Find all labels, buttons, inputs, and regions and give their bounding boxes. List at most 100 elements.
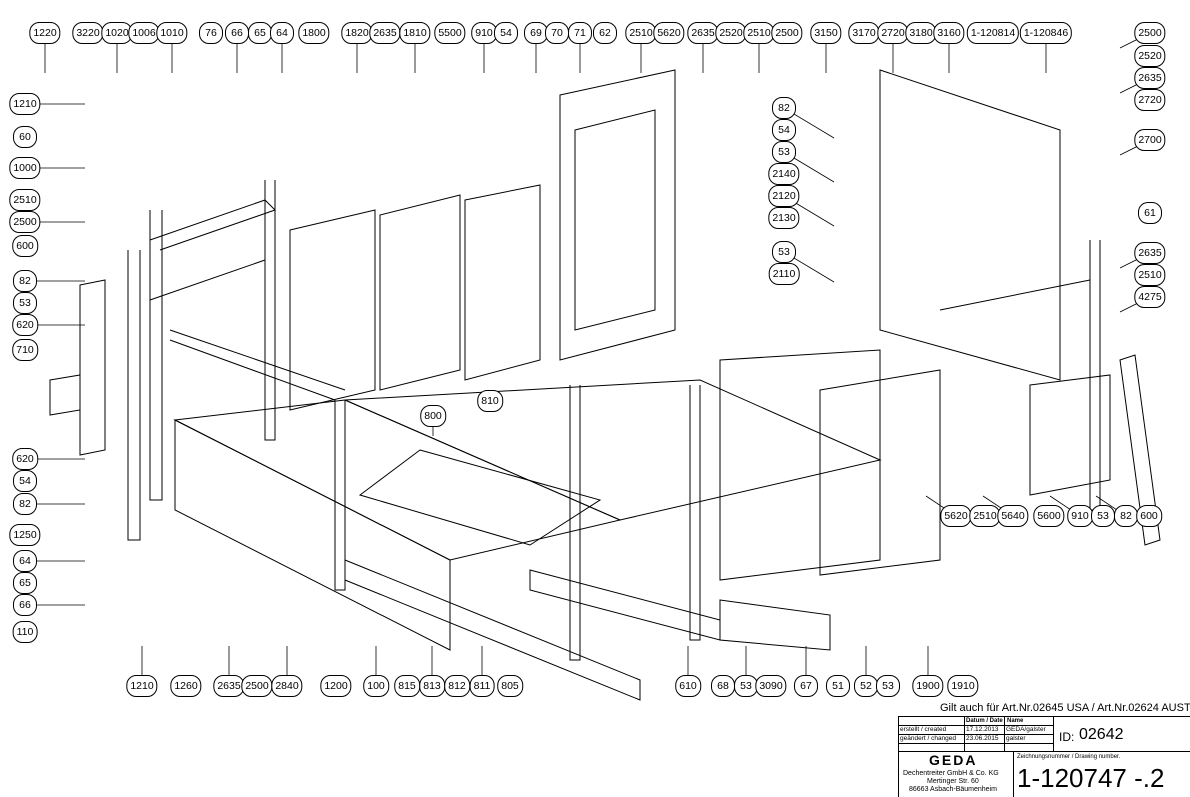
- company-street: Mertinger Str. 60: [927, 778, 979, 785]
- callout-right-bottom: 910: [1067, 505, 1093, 527]
- callout-middle-column: 82: [772, 97, 796, 119]
- date-header: Datum / Date: [966, 718, 1003, 724]
- callout-bottom: 68: [711, 675, 735, 697]
- callout-left-column: 2500: [9, 211, 41, 233]
- divider: [1004, 717, 1005, 751]
- callout-bottom: 813: [419, 675, 445, 697]
- callout-left-column: 54: [13, 470, 37, 492]
- callout-middle-column: 53: [772, 241, 796, 263]
- id-label: ID:: [1059, 730, 1075, 744]
- callout-top: 1800: [298, 22, 330, 44]
- callout-bottom: 3090: [755, 675, 787, 697]
- callout-top: 2510: [743, 22, 775, 44]
- callout-right-bottom: 53: [1091, 505, 1115, 527]
- callout-middle-column: 2120: [768, 185, 800, 207]
- callout-top: 3160: [933, 22, 965, 44]
- callout-right-column: 61: [1138, 202, 1162, 224]
- callout-middle-column: 2110: [768, 263, 800, 285]
- callout-right-bottom: 5600: [1033, 505, 1065, 527]
- name-header: Name: [1007, 718, 1024, 724]
- callout-right-column: 2520: [1134, 45, 1166, 67]
- callout-left-column: 60: [13, 126, 37, 148]
- callout-right-column: 4275: [1134, 286, 1166, 308]
- callout-middle-column: 2130: [768, 207, 800, 229]
- callout-right-column: 2635: [1134, 242, 1166, 264]
- title-block: Datum / Date Name erstellt / created 17.…: [898, 716, 1190, 797]
- callout-bottom: 815: [394, 675, 420, 697]
- callout-top: 3170: [848, 22, 880, 44]
- company-name: Dechentreiter GmbH & Co. KG: [903, 770, 999, 777]
- changed-label: geändert / changed: [900, 735, 957, 742]
- callout-left-column: 66: [13, 594, 37, 616]
- callout-bottom: 610: [675, 675, 701, 697]
- callout-top: 54: [494, 22, 518, 44]
- callout-left-column: 1210: [9, 93, 41, 115]
- callout-top: 65: [248, 22, 272, 44]
- callout-left-column: 65: [13, 572, 37, 594]
- callout-top: 1810: [399, 22, 431, 44]
- callout-right-bottom: 82: [1114, 505, 1138, 527]
- callout-left-column: 1250: [9, 524, 41, 546]
- callout-top: 1006: [128, 22, 160, 44]
- callout-bottom: 1200: [320, 675, 352, 697]
- callout-bottom: 811: [469, 675, 495, 697]
- divider: [1053, 717, 1054, 751]
- callout-top: 3150: [810, 22, 842, 44]
- callout-bottom: 100: [363, 675, 389, 697]
- divider: [964, 717, 965, 751]
- callout-top: 2500: [771, 22, 803, 44]
- divider: [899, 734, 1053, 735]
- callout-left-column: 53: [13, 292, 37, 314]
- drawing-number: 1-120747 -.2: [1017, 763, 1165, 793]
- callout-bottom: 805: [497, 675, 523, 697]
- created-date: 17.12.2013: [966, 726, 999, 733]
- callout-top: 76: [199, 22, 223, 44]
- callout-bottom: 812: [444, 675, 470, 697]
- callout-right-bottom: 600: [1136, 505, 1162, 527]
- callout-top: 910: [471, 22, 497, 44]
- callout-top: 1-120814: [966, 22, 1020, 44]
- callout-bottom: 53: [876, 675, 900, 697]
- callout-bottom: 52: [854, 675, 878, 697]
- callout-bottom: 67: [794, 675, 818, 697]
- callout-top: 1010: [156, 22, 188, 44]
- changed-name: galster: [1006, 735, 1026, 742]
- applicability-note: Gilt auch für Art.Nr.02645 USA / Art.Nr.…: [940, 702, 1190, 714]
- geda-logo: GEDA: [929, 752, 978, 768]
- changed-date: 23.06.2015: [966, 735, 999, 742]
- callout-center: 810: [477, 390, 503, 412]
- divider: [899, 743, 1053, 744]
- callout-top: 2510: [625, 22, 657, 44]
- callout-bottom: 51: [826, 675, 850, 697]
- callout-left-column: 64: [13, 550, 37, 572]
- callout-left-column: 110: [12, 621, 38, 643]
- callout-top: 2635: [369, 22, 401, 44]
- callout-top: 71: [568, 22, 592, 44]
- divider: [1013, 751, 1014, 797]
- created-label: erstellt / created: [900, 726, 947, 733]
- callout-top: 5620: [653, 22, 685, 44]
- callout-right-column: 2510: [1134, 264, 1166, 286]
- callout-left-column: 82: [13, 493, 37, 515]
- callout-bottom: 1900: [912, 675, 944, 697]
- divider: [899, 725, 1053, 726]
- callout-top: 3180: [905, 22, 937, 44]
- callout-left-column: 620: [12, 448, 38, 470]
- callout-left-column: 600: [12, 235, 38, 257]
- callout-top: 70: [545, 22, 569, 44]
- callout-right-bottom: 5640: [997, 505, 1029, 527]
- callout-top: 5500: [434, 22, 466, 44]
- callout-middle-column: 53: [772, 141, 796, 163]
- callout-right-column: 2720: [1134, 89, 1166, 111]
- callout-top: 1220: [29, 22, 61, 44]
- divider: [899, 751, 1190, 752]
- callout-bottom: 2635: [213, 675, 245, 697]
- callout-bottom: 1210: [126, 675, 158, 697]
- drawing-number-label: Zeichnungsnummer / Drawing number.: [1017, 754, 1121, 760]
- callout-center: 800: [420, 405, 446, 427]
- callout-top: 62: [593, 22, 617, 44]
- callout-middle-column: 2140: [768, 163, 800, 185]
- callout-right-column: 2500: [1134, 22, 1166, 44]
- callout-top: 66: [225, 22, 249, 44]
